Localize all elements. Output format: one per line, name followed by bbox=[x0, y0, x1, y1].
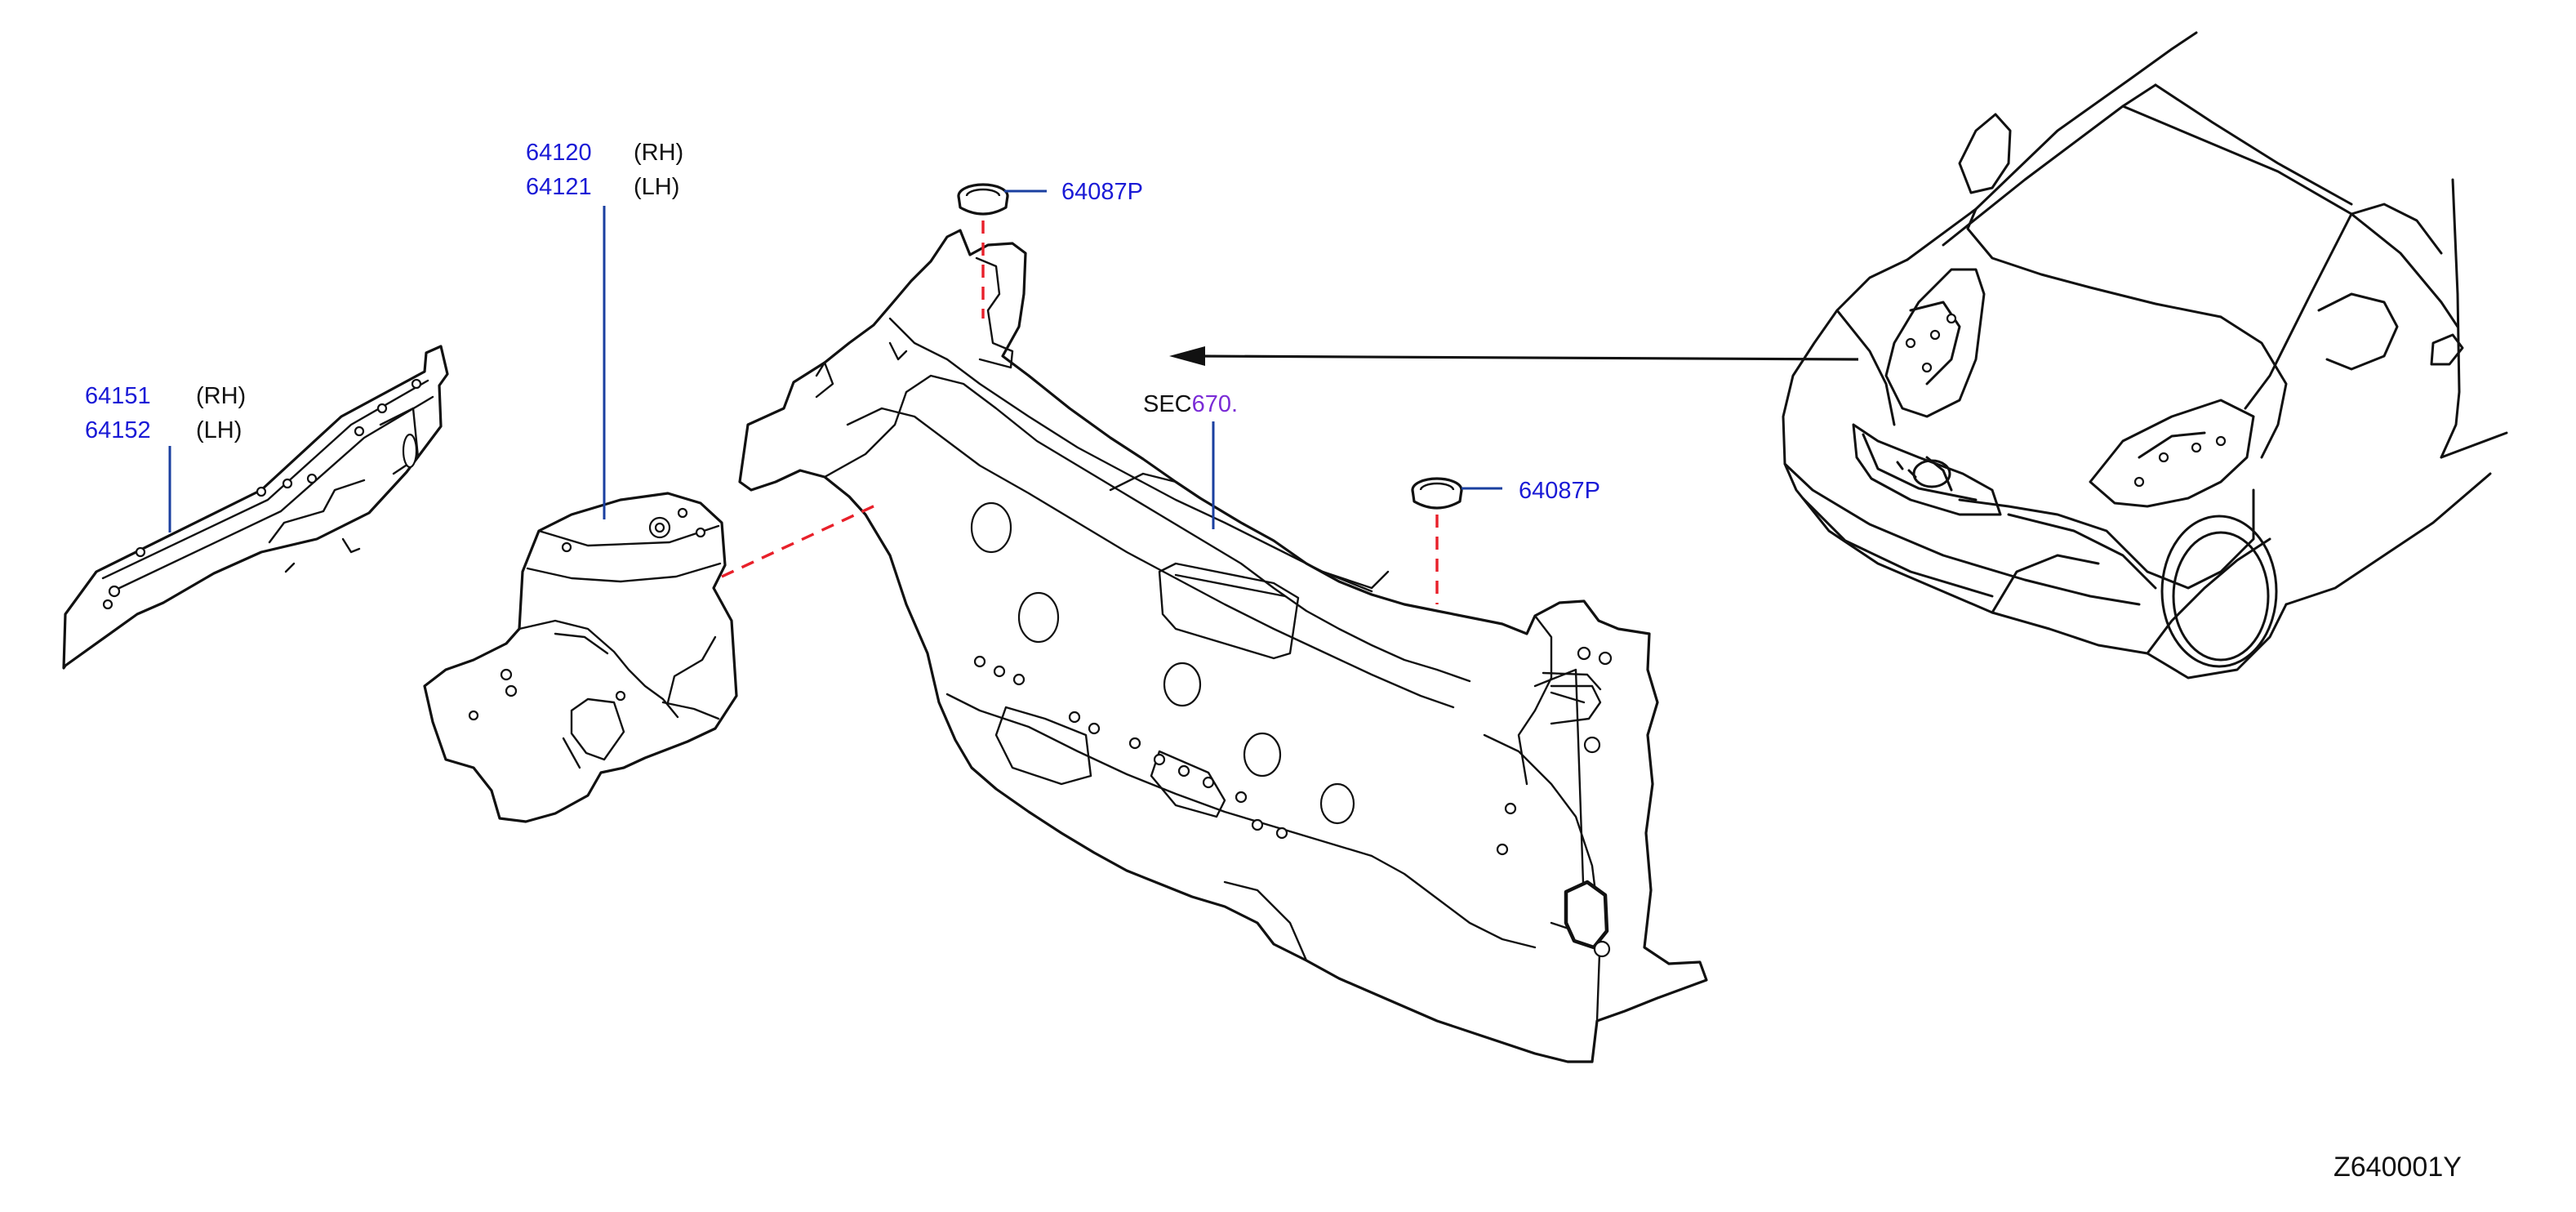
dash-panel-assembly[interactable] bbox=[738, 229, 1708, 1063]
side-lh-64121: (LH) bbox=[634, 174, 679, 200]
section-reference[interactable]: SEC670. bbox=[1143, 391, 1238, 417]
part-number-grommet-top[interactable]: 64087P bbox=[1061, 179, 1143, 205]
side-lh-64152: (LH) bbox=[196, 417, 242, 443]
part-number-64152[interactable]: 64152 bbox=[85, 417, 151, 443]
section-number-link[interactable]: 670. bbox=[1192, 391, 1238, 417]
hoodledge-rail-part[interactable] bbox=[62, 345, 449, 670]
part-number-64120[interactable]: 64120 bbox=[526, 140, 592, 166]
part-number-64151[interactable]: 64151 bbox=[85, 383, 151, 409]
location-arrow bbox=[1169, 346, 1859, 366]
side-rh-64120: (RH) bbox=[634, 140, 683, 166]
side-rh-64151: (RH) bbox=[196, 383, 246, 409]
part-number-64121[interactable]: 64121 bbox=[526, 174, 592, 200]
vehicle-location-illustration bbox=[1782, 31, 2508, 680]
section-prefix: SEC bbox=[1143, 391, 1192, 417]
diagram-code: Z640001Y bbox=[2334, 1152, 2462, 1183]
connector-wheel-house bbox=[721, 503, 878, 578]
grommet-right[interactable] bbox=[1411, 477, 1463, 510]
wheel-house-part[interactable] bbox=[423, 492, 738, 823]
part-number-grommet-right[interactable]: 64087P bbox=[1519, 478, 1600, 504]
grommet-top[interactable] bbox=[957, 183, 1009, 216]
